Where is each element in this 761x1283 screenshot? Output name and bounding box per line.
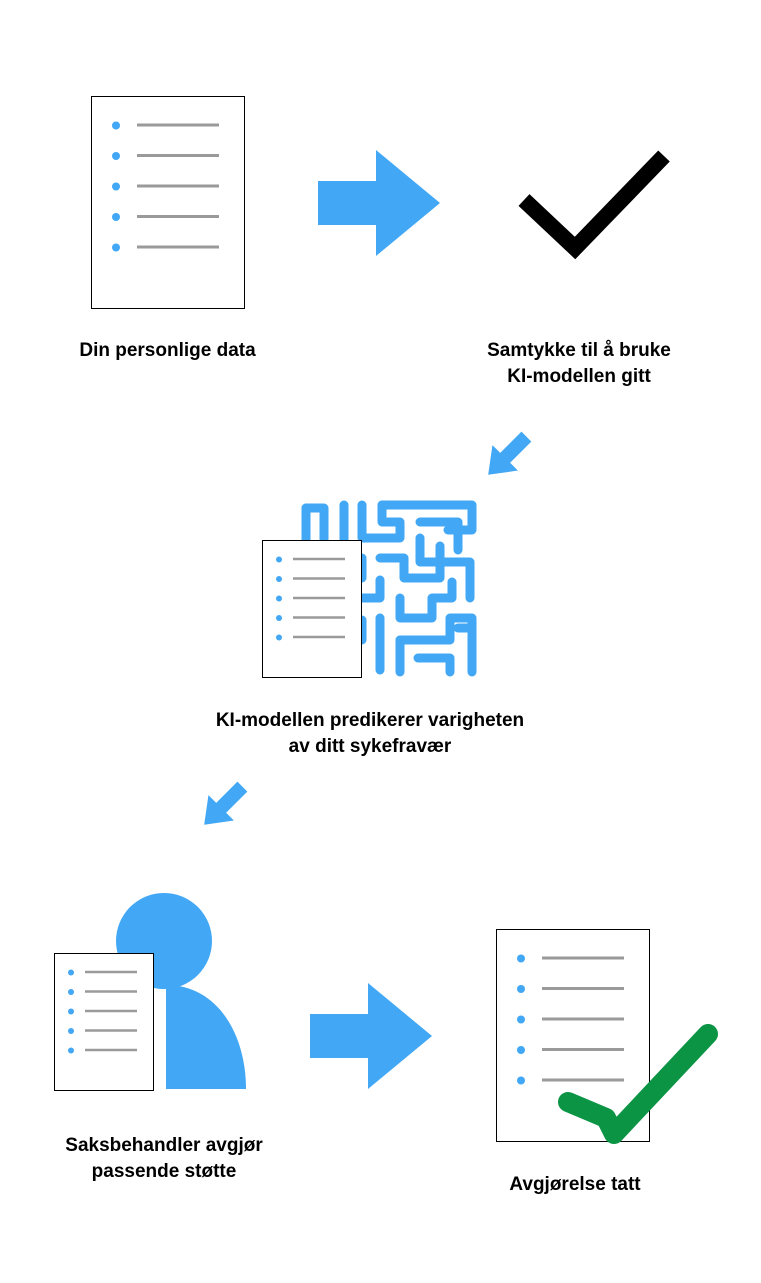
checkmark-green-icon: [558, 1024, 718, 1144]
bullet-dot: [112, 152, 120, 160]
bullet-dot: [276, 634, 282, 641]
bullet-dot: [68, 989, 74, 995]
bullet-dot: [517, 954, 525, 963]
arrow-down-left-icon: [204, 781, 248, 825]
bullet-dot: [517, 1015, 525, 1024]
bullet-dot: [517, 985, 525, 993]
arrow-down-left-icon: [488, 431, 532, 475]
bullet-dot: [112, 182, 120, 191]
arrow-right-icon: [310, 983, 432, 1089]
bullet-dot: [276, 595, 282, 602]
bullet-dot: [68, 1047, 74, 1054]
document-icon: [54, 953, 154, 1091]
bullet-dot: [68, 1028, 74, 1034]
bullet-dot: [276, 615, 282, 621]
bullet-dot: [517, 1046, 525, 1054]
step-label-consent: Samtykke til å bruke KI-modellen gitt: [487, 340, 671, 387]
step-label-prediction: KI-modellen predikerer varigheten av dit…: [215, 710, 525, 757]
step-label-decision: Avgjørelse tatt: [509, 1174, 641, 1195]
bullet-dot: [68, 1008, 74, 1015]
step-label-personal-data: Din personlige data: [79, 340, 256, 361]
document-icon: [262, 540, 362, 678]
arrow-right-icon: [318, 150, 440, 256]
bullet-dot: [517, 1076, 525, 1085]
document-icon: [91, 96, 245, 309]
step-label-caseworker: Saksbehandler avgjør passende støtte: [65, 1135, 263, 1182]
bullet-dot: [112, 121, 120, 130]
bullet-dot: [68, 969, 74, 976]
bullet-dot: [112, 243, 120, 252]
checkmark-icon: [518, 150, 670, 260]
bullet-dot: [112, 213, 120, 221]
bullet-dot: [276, 556, 282, 563]
bullet-dot: [276, 576, 282, 582]
